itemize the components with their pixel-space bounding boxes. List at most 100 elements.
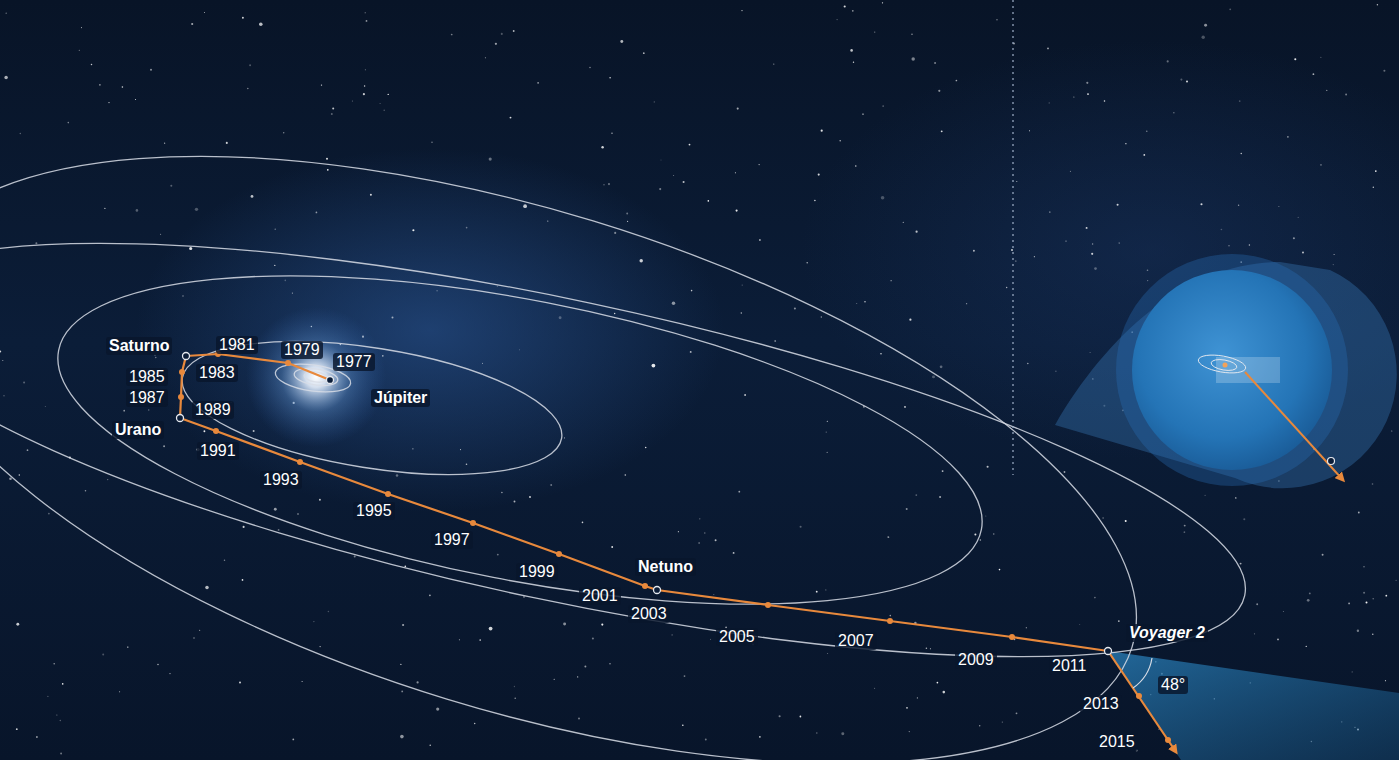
year-dot bbox=[178, 394, 184, 400]
star bbox=[816, 591, 818, 593]
planet-name: Júpiter bbox=[371, 389, 430, 407]
star bbox=[779, 715, 781, 717]
star bbox=[513, 30, 515, 32]
star bbox=[157, 664, 158, 665]
star bbox=[85, 490, 87, 492]
star bbox=[874, 32, 875, 33]
star bbox=[1352, 671, 1353, 672]
star bbox=[941, 130, 943, 132]
star bbox=[1385, 680, 1386, 681]
planet-name: Urano bbox=[112, 421, 164, 439]
star bbox=[1094, 597, 1096, 599]
year-dot bbox=[765, 602, 771, 608]
star bbox=[364, 85, 365, 86]
planet-name: Saturno bbox=[106, 337, 172, 355]
star bbox=[882, 2, 883, 3]
star bbox=[1254, 633, 1255, 634]
star bbox=[906, 508, 908, 510]
star bbox=[1087, 93, 1089, 95]
star bbox=[841, 732, 844, 735]
star bbox=[1016, 181, 1017, 182]
star bbox=[79, 50, 80, 51]
star bbox=[707, 200, 709, 202]
star bbox=[127, 646, 128, 647]
star bbox=[19, 474, 20, 475]
star bbox=[690, 351, 692, 353]
star bbox=[564, 437, 565, 438]
year-dot bbox=[887, 618, 893, 624]
star bbox=[980, 539, 982, 541]
star bbox=[1184, 531, 1186, 533]
star bbox=[1372, 598, 1373, 599]
star bbox=[16, 728, 18, 730]
star bbox=[1118, 620, 1120, 622]
star bbox=[242, 17, 244, 19]
star bbox=[199, 630, 200, 631]
star bbox=[1117, 204, 1119, 206]
year-label: 2009 bbox=[955, 651, 997, 669]
star bbox=[514, 686, 515, 687]
star bbox=[519, 349, 520, 350]
star bbox=[239, 681, 241, 683]
star bbox=[514, 697, 516, 699]
star bbox=[1363, 566, 1364, 567]
star bbox=[68, 122, 70, 124]
star bbox=[1070, 171, 1071, 172]
star bbox=[1147, 280, 1148, 281]
star bbox=[150, 69, 152, 71]
star bbox=[404, 566, 406, 568]
star bbox=[1026, 627, 1027, 628]
star bbox=[119, 691, 120, 692]
star bbox=[402, 624, 404, 626]
star bbox=[937, 682, 939, 684]
year-dot bbox=[1136, 693, 1142, 699]
star bbox=[1235, 497, 1236, 498]
star bbox=[704, 532, 705, 533]
angle-label: 48° bbox=[1158, 676, 1188, 694]
star bbox=[973, 250, 975, 252]
star bbox=[251, 195, 254, 198]
star bbox=[881, 196, 885, 200]
star bbox=[589, 67, 591, 69]
star bbox=[313, 621, 314, 622]
star bbox=[672, 634, 673, 635]
star bbox=[466, 227, 468, 229]
star bbox=[170, 185, 172, 187]
star bbox=[81, 27, 82, 28]
star bbox=[1125, 520, 1127, 522]
star bbox=[890, 615, 892, 617]
star bbox=[592, 637, 594, 639]
year-label: 2015 bbox=[1096, 733, 1138, 751]
star bbox=[107, 479, 108, 480]
star bbox=[821, 316, 822, 317]
year-label: 1981 bbox=[216, 336, 258, 354]
star bbox=[3, 395, 4, 396]
star bbox=[1094, 267, 1097, 270]
star bbox=[366, 20, 368, 22]
star bbox=[1294, 58, 1296, 60]
star bbox=[459, 639, 460, 640]
star bbox=[2, 360, 3, 361]
star bbox=[825, 589, 826, 590]
star bbox=[1298, 217, 1299, 218]
year-label: 1989 bbox=[192, 401, 234, 419]
star bbox=[1385, 595, 1387, 597]
year-dot bbox=[470, 520, 476, 526]
star bbox=[773, 63, 774, 64]
neptune-orbit bbox=[0, 158, 1276, 743]
star bbox=[191, 23, 193, 25]
star bbox=[939, 496, 941, 498]
star bbox=[1277, 638, 1279, 640]
star bbox=[1249, 244, 1250, 245]
star bbox=[1320, 57, 1321, 58]
star bbox=[401, 690, 403, 692]
star bbox=[327, 169, 329, 171]
star bbox=[0, 351, 1, 353]
star bbox=[1239, 100, 1241, 102]
star bbox=[226, 142, 228, 144]
divider-line bbox=[1012, 0, 1013, 475]
planet-name: Netuno bbox=[635, 558, 696, 576]
star bbox=[274, 265, 275, 266]
star bbox=[60, 752, 62, 754]
star bbox=[45, 406, 46, 407]
